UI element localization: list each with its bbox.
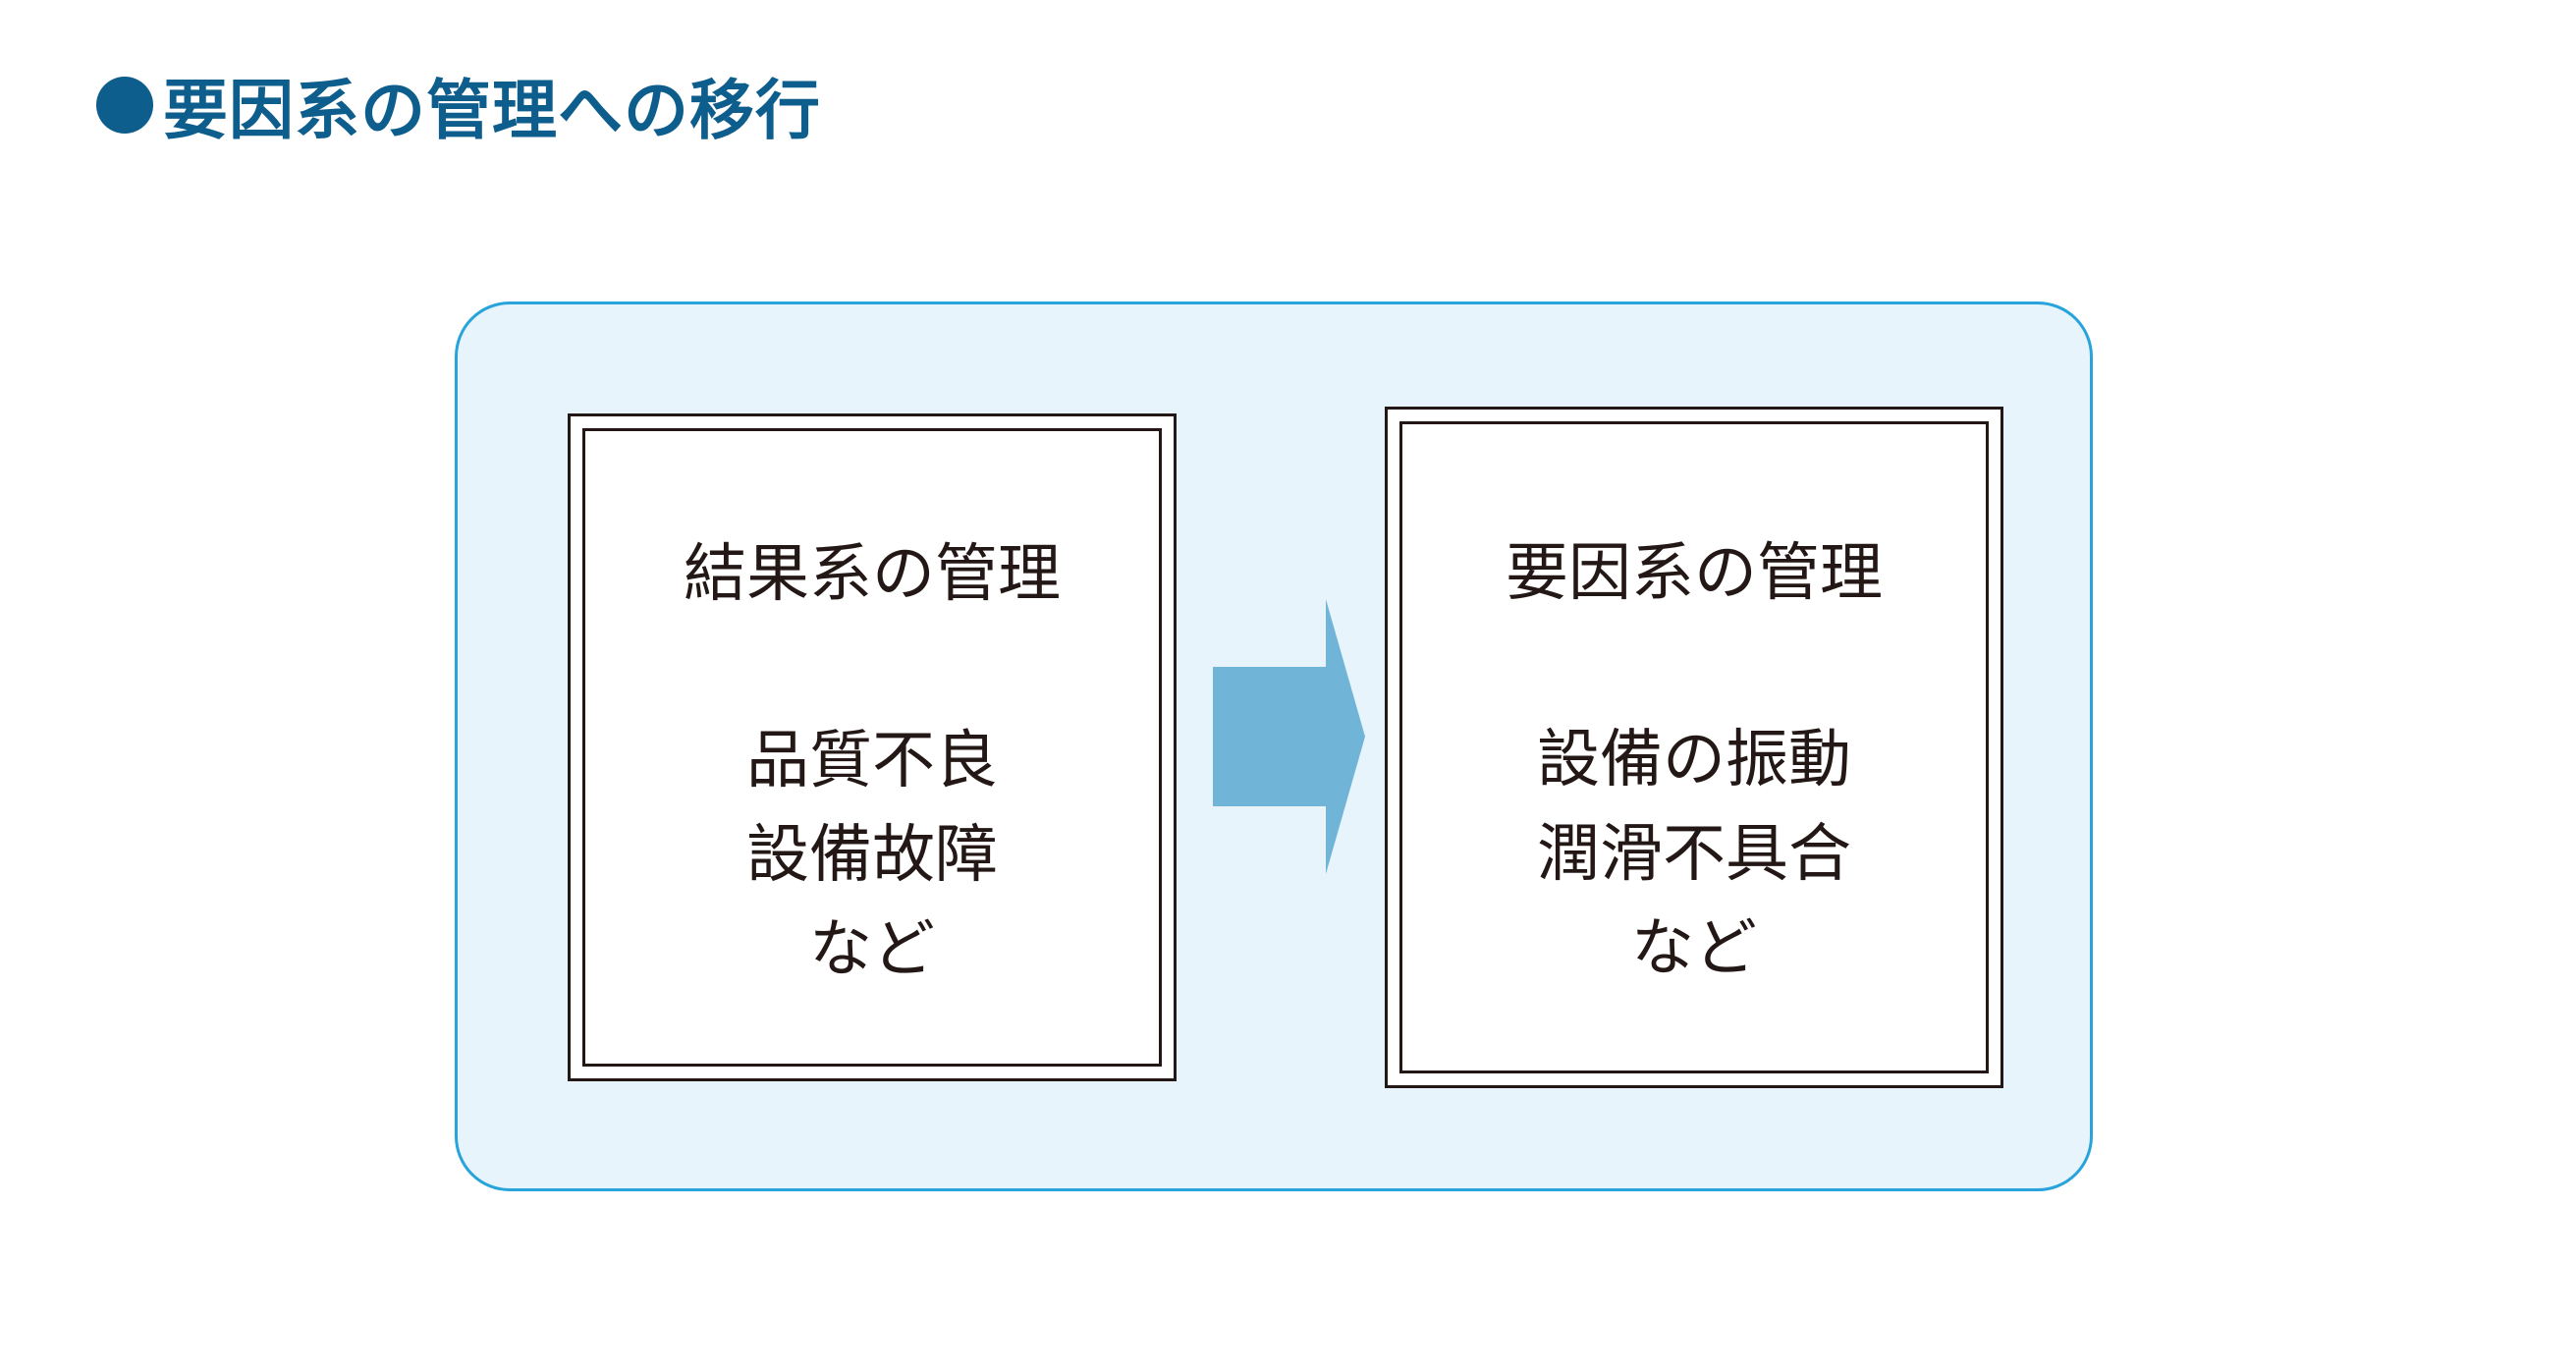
result-management-heading: 結果系の管理 bbox=[684, 538, 1061, 611]
result-item-etc: など bbox=[809, 913, 935, 986]
cause-item-equipment-vibration: 設備の振動 bbox=[1537, 724, 1851, 796]
title-bullet-icon bbox=[96, 77, 153, 134]
cause-item-etc: など bbox=[1631, 912, 1757, 985]
page-title-text: 要因系の管理への移行 bbox=[163, 73, 821, 148]
result-management-box: 結果系の管理 品質不良 設備故障 など bbox=[568, 413, 1177, 1081]
result-item-quality-defect: 品質不良 bbox=[746, 725, 998, 797]
cause-management-box: 要因系の管理 設備の振動 潤滑不具合 など bbox=[1385, 407, 2003, 1088]
right-arrow-icon bbox=[1213, 599, 1365, 874]
cause-management-box-inner: 要因系の管理 設備の振動 潤滑不具合 など bbox=[1399, 421, 1989, 1073]
result-management-box-inner: 結果系の管理 品質不良 設備故障 など bbox=[582, 428, 1162, 1067]
result-item-equipment-failure: 設備故障 bbox=[746, 819, 998, 892]
page-title: 要因系の管理への移行 bbox=[96, 61, 821, 149]
result-management-items: 品質不良 設備故障 など bbox=[746, 714, 998, 997]
cause-item-lubrication-problem: 潤滑不具合 bbox=[1537, 818, 1851, 891]
cause-management-heading: 要因系の管理 bbox=[1506, 537, 1883, 610]
cause-management-items: 設備の振動 潤滑不具合 など bbox=[1537, 713, 1851, 996]
right-arrow-shape bbox=[1213, 599, 1365, 874]
